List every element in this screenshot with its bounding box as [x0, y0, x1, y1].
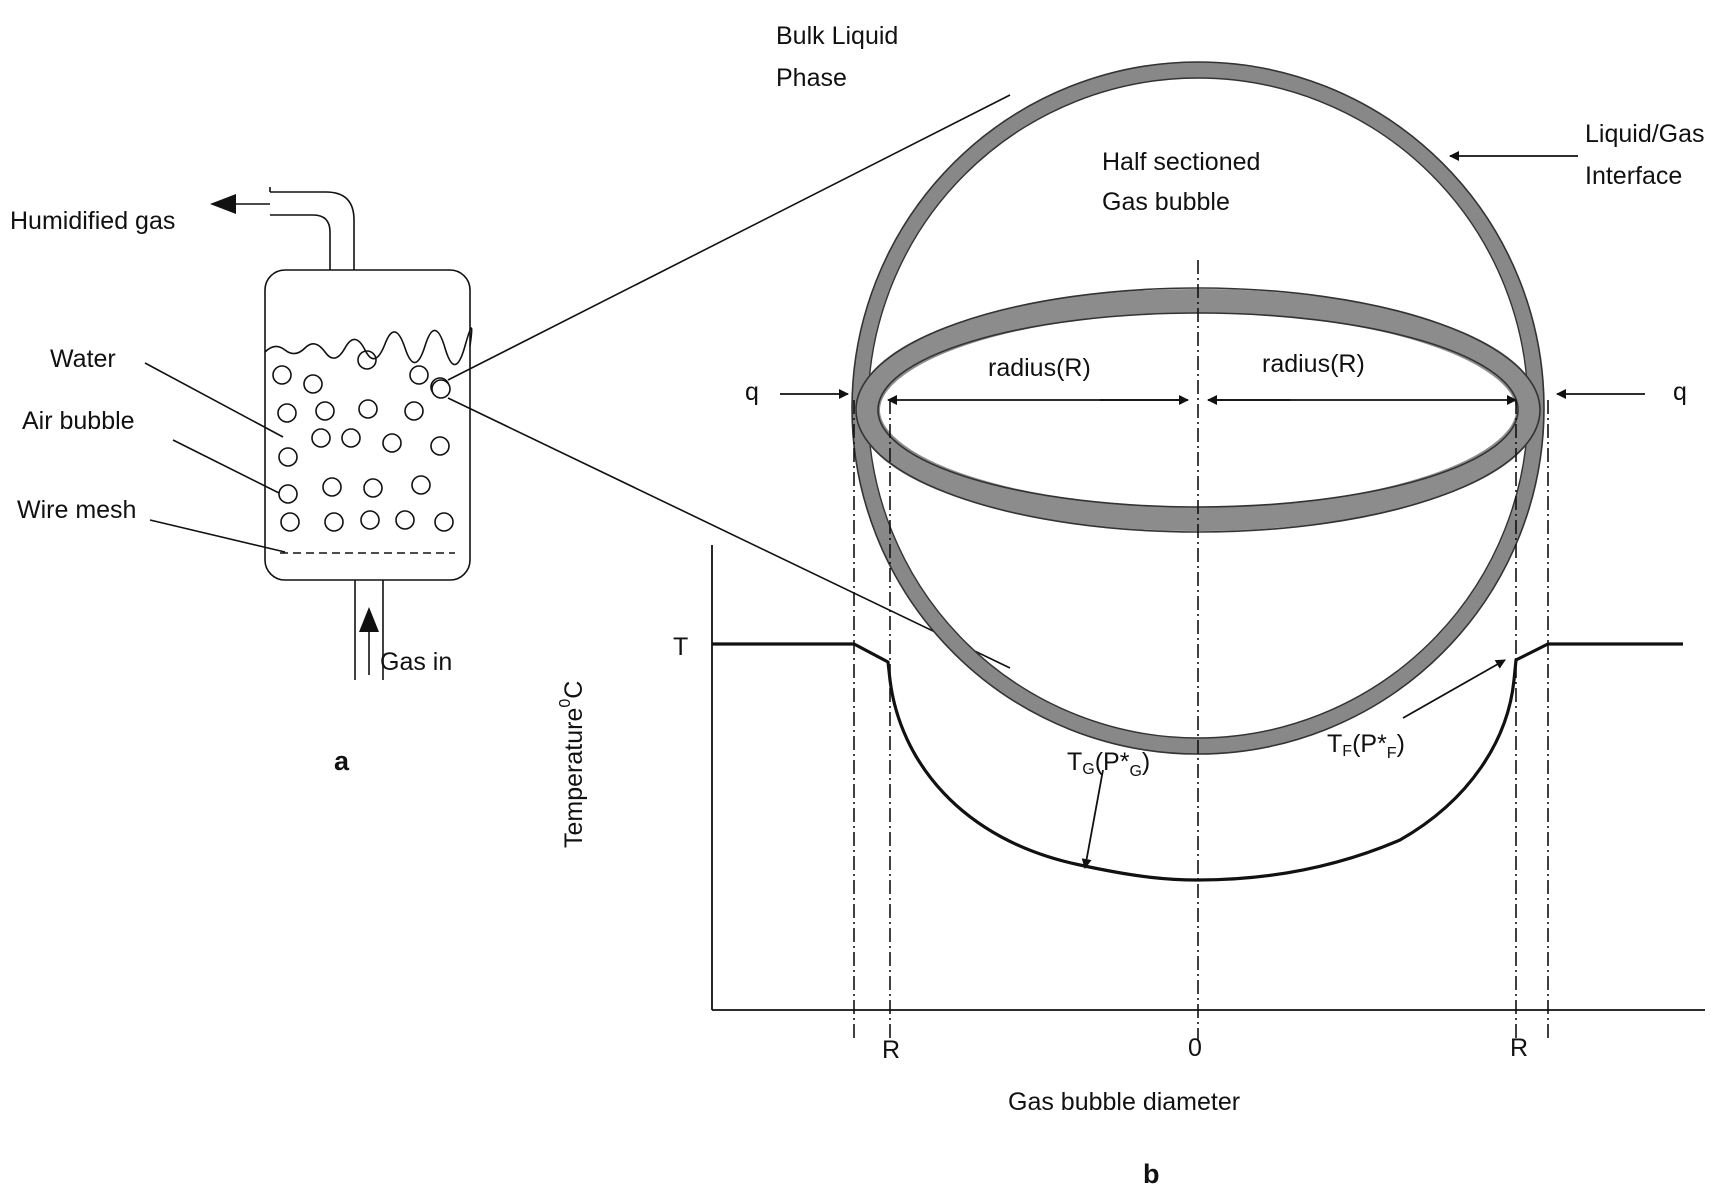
outlet-pipe — [270, 214, 331, 270]
air-bubble — [311, 428, 331, 448]
tf-sub: F — [1342, 743, 1352, 760]
x-tick-right: R — [1510, 1034, 1528, 1062]
zoomed-bubble-icon — [431, 379, 451, 399]
air-bubble — [434, 512, 454, 532]
air-bubble — [395, 510, 415, 530]
air-bubble — [357, 350, 377, 370]
y-axis-unit-sup: 0 — [557, 699, 574, 708]
water-surface-icon — [264, 327, 473, 366]
zoom-line-bottom — [447, 397, 1011, 669]
y-axis-unit: C — [560, 681, 588, 699]
heat-right-label: q — [1673, 378, 1687, 406]
air-bubble — [341, 428, 361, 448]
y-axis-label-text: Temperature — [560, 708, 588, 848]
tf-open: (P* — [1352, 730, 1387, 758]
air-bubble — [363, 478, 383, 498]
gas-bubble-label: Gas bubble — [1102, 188, 1230, 216]
inlet-arrow-icon — [359, 607, 379, 632]
bubble-leader-line — [172, 439, 280, 494]
air-bubble — [360, 510, 380, 530]
interface-label-line1: Liquid/Gas — [1585, 120, 1705, 148]
column-vessel — [264, 269, 471, 581]
tf-sub2: F — [1387, 745, 1397, 762]
x-tick-center: 0 — [1188, 1034, 1202, 1062]
panel-a-column: Humidified gas Water Air bubble Wire mes… — [10, 187, 473, 776]
air-bubble — [409, 365, 429, 385]
tg-pointer-arrow — [1081, 769, 1104, 869]
air-bubble — [278, 447, 298, 467]
radius-right-label: radius(R) — [1262, 350, 1365, 378]
tf-label: TF(P*F) — [1327, 730, 1405, 762]
panel-b-bubble: Bulk Liquid Phase Half sectioned Gas bub… — [557, 22, 1705, 1187]
air-bubble — [404, 401, 424, 421]
tf-close: ) — [1397, 730, 1405, 758]
air-bubble — [430, 436, 450, 456]
humidified-gas-label: Humidified gas — [10, 207, 175, 235]
air-bubble — [272, 365, 292, 385]
outlet-arrow-icon — [210, 194, 236, 214]
tg-close: ) — [1142, 748, 1150, 776]
air-bubble — [280, 512, 300, 532]
air-bubble — [358, 399, 378, 419]
bulk-phase-label: Phase — [776, 64, 847, 92]
panel-a-title: a — [334, 746, 350, 776]
air-bubbles-group — [272, 350, 454, 532]
tg-label: TG(P*G) — [1067, 748, 1150, 780]
mesh-leader-line — [149, 519, 286, 553]
temperature-profile-curve — [712, 642, 1683, 882]
y-axis-label: Temperature0C — [557, 681, 588, 848]
air-bubble — [278, 484, 298, 504]
tf-pointer-arrow — [1402, 659, 1506, 719]
x-axis-label: Gas bubble diameter — [1008, 1088, 1240, 1116]
tg-sub2: G — [1129, 763, 1141, 780]
tg-main: T — [1067, 748, 1082, 776]
gas-in-label: Gas in — [380, 648, 452, 676]
tg-sub: G — [1082, 761, 1094, 778]
interface-label-line2: Interface — [1585, 162, 1682, 190]
air-bubble — [315, 401, 335, 421]
tf-main: T — [1327, 730, 1342, 758]
wire-mesh-label: Wire mesh — [17, 496, 136, 524]
radius-left-label: radius(R) — [988, 354, 1091, 382]
panel-b-title: b — [1143, 1159, 1160, 1187]
air-bubble-label: Air bubble — [22, 407, 135, 435]
bulk-liquid-label: Bulk Liquid — [776, 22, 898, 50]
tg-open: (P* — [1095, 748, 1130, 776]
air-bubble — [382, 433, 402, 453]
x-tick-left: R — [882, 1036, 900, 1064]
air-bubble — [411, 475, 431, 495]
air-bubble — [303, 374, 323, 394]
heat-left-label: q — [745, 378, 759, 406]
water-leader-line — [144, 362, 284, 438]
air-bubble — [322, 477, 342, 497]
zoom-line-top — [447, 94, 1011, 381]
half-sectioned-label: Half sectioned — [1102, 148, 1260, 176]
t-axis-marker: T — [673, 633, 688, 661]
air-bubble — [324, 512, 344, 532]
water-label: Water — [50, 345, 116, 373]
outlet-pipe-inner — [270, 191, 355, 270]
air-bubble — [277, 403, 297, 423]
